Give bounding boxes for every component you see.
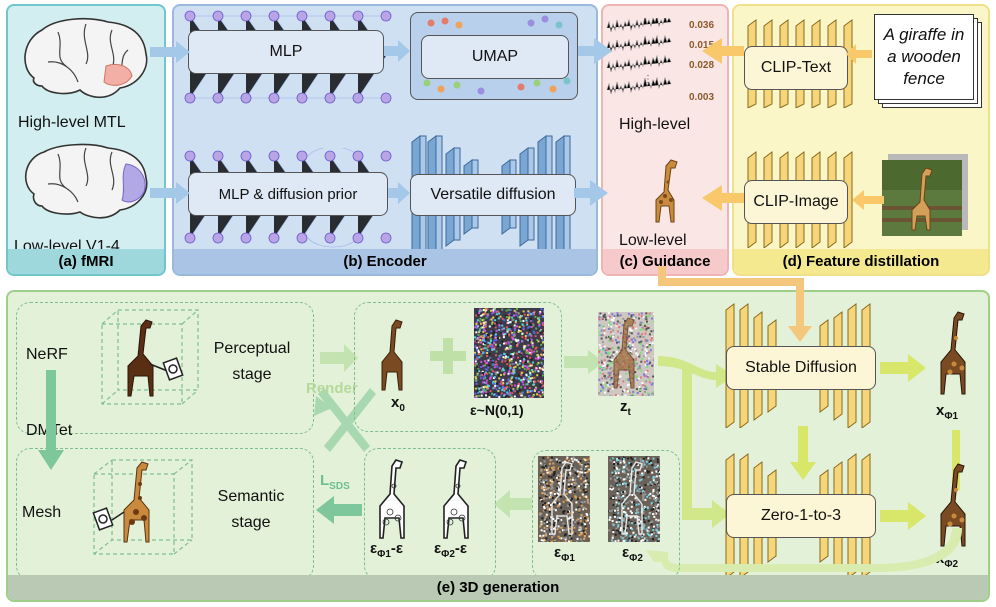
eps-phi2-main: ε [622, 544, 630, 561]
diff-phi1-image [379, 459, 405, 539]
guidance-panel: ⋮ 0.036 0.015 0.028 0.003 High-level Low… [601, 4, 729, 276]
x-phi1-label: xΦ1 [936, 402, 958, 422]
eps-phi2-sub: Φ2 [629, 553, 643, 564]
lsds-label: LSDS [320, 472, 350, 492]
umap-box: UMAP [410, 12, 578, 100]
clip-image-box: CLIP-Image [744, 180, 848, 224]
umap-label-box: UMAP [421, 35, 569, 79]
render-cross-arrows [314, 344, 376, 452]
x-phi2-sub: Φ2 [944, 559, 959, 570]
versatile-diffusion-box: Versatile diffusion [410, 174, 576, 216]
zero123-output-arrow [880, 502, 926, 530]
render-label: Render [306, 380, 358, 397]
eps-phi1-image [538, 456, 590, 542]
lsds-sub: SDS [329, 481, 350, 492]
x-phi1-main: x [936, 402, 945, 419]
zt-main: z [620, 398, 628, 415]
encoder-caption: (b) Encoder [174, 249, 596, 274]
nerf-to-mesh-arrow [38, 370, 64, 470]
fmri-panel: High-level MTL Low-level V1-4 (a) fMRI [6, 4, 166, 276]
eps-phi1-label: εΦ1 [554, 544, 575, 564]
mesh-cube-graphic [92, 459, 193, 555]
guidance-value-1: 0.036 [689, 20, 715, 31]
giraffe-photo-image [882, 154, 968, 236]
plus-icon [430, 338, 466, 374]
perceptual-stage-label: Perceptual stage [213, 340, 291, 383]
x0-main: x [391, 394, 400, 411]
x0-giraffe-image [381, 319, 403, 391]
eps-phi2-label: εΦ2 [622, 544, 643, 564]
umap-scatter-graphic [423, 15, 571, 95]
sd-to-zero123-arrow [790, 426, 816, 480]
eps-phi2-image [608, 456, 660, 542]
x-phi1-sub: Φ1 [944, 411, 959, 422]
diff-phi2-tail: -ε [454, 540, 468, 557]
zt-branch-arrows [658, 356, 734, 528]
semantic-stage-label: Semantic stage [217, 488, 285, 531]
mlp-prior-box: MLP & diffusion prior [188, 172, 388, 216]
diff-phi1-tail: -ε [390, 540, 404, 557]
guidance-value-3: 0.028 [689, 60, 715, 71]
prompt-card: A giraffe in a wooden fence [874, 14, 974, 100]
noise-label: ε~N(0,1) [470, 402, 524, 418]
distill-caption: (d) Feature distillation [734, 249, 988, 274]
noise-image [474, 308, 544, 398]
diff-phi2-main: ε [434, 540, 442, 557]
diff-phi2-image [443, 459, 469, 539]
diff-phi1-label: εΦ1-ε [370, 540, 403, 560]
brain-high-illustration [24, 17, 148, 99]
arrow-to-zt [564, 350, 604, 374]
perceptual-stage-box [16, 302, 314, 434]
lsds-main: L [320, 472, 330, 489]
fmri-caption: (a) fMRI [8, 249, 164, 274]
zt-label: zt [620, 398, 631, 418]
clip-text-box: CLIP-Text [744, 46, 848, 90]
guidance-signal-graphic: ⋮ [606, 18, 672, 94]
distill-panel: CLIP-Text A giraffe in a wooden fence CL… [732, 4, 990, 276]
lsds-arrow [316, 496, 362, 524]
x-phi1-giraffe-image [940, 311, 966, 395]
sd-output-arrow [880, 354, 926, 382]
eps-to-diff-arrow [494, 490, 532, 518]
diff-phi1-main: ε [370, 540, 378, 557]
zt-noisy-image [598, 312, 654, 396]
diff-phi1-sub: Φ1 [377, 549, 391, 560]
guidance-value-4: 0.003 [689, 92, 715, 103]
render-output-box [354, 302, 562, 432]
guidance-to-sd-arrow [658, 266, 812, 342]
diff-phi2-label: εΦ2-ε [434, 540, 467, 560]
eps-phi1-main: ε [554, 544, 562, 561]
stable-diffusion-box: Stable Diffusion [726, 346, 876, 390]
x0-sub: 0 [399, 403, 405, 414]
diff-phi2-sub: Φ2 [441, 549, 455, 560]
svg-text:⋮: ⋮ [643, 74, 653, 85]
x0-label: x0 [391, 394, 405, 414]
prompt-text: A giraffe in a wooden fence [883, 25, 965, 88]
mesh-label: Mesh [22, 504, 62, 521]
guidance-low-label: Low-level [619, 232, 687, 249]
guidance-high-label: High-level [619, 116, 691, 133]
brain-low-illustration [25, 143, 148, 219]
phi1-to-phi2-arrow [952, 430, 960, 490]
encoder-panel: MLP UMAP MLP & diffusion prior [172, 4, 598, 276]
zero123-box: Zero-1-to-3 [726, 494, 876, 538]
generation-panel: NeRF DMTet Mesh Perceptual stage [6, 266, 990, 602]
clip-image-plates-graphic [747, 151, 853, 248]
mlp-box: MLP [188, 30, 384, 74]
guidance-giraffe-image [655, 159, 678, 223]
nerf-label: NeRF [26, 346, 68, 363]
zt-sub: t [627, 407, 631, 418]
eps-phi1-sub: Φ1 [561, 553, 575, 564]
fmri-high-label: High-level MTL [18, 114, 126, 131]
guidance-value-2: 0.015 [689, 40, 715, 51]
nerf-cube-graphic [101, 309, 199, 405]
generation-caption: (e) 3D generation [8, 575, 988, 600]
